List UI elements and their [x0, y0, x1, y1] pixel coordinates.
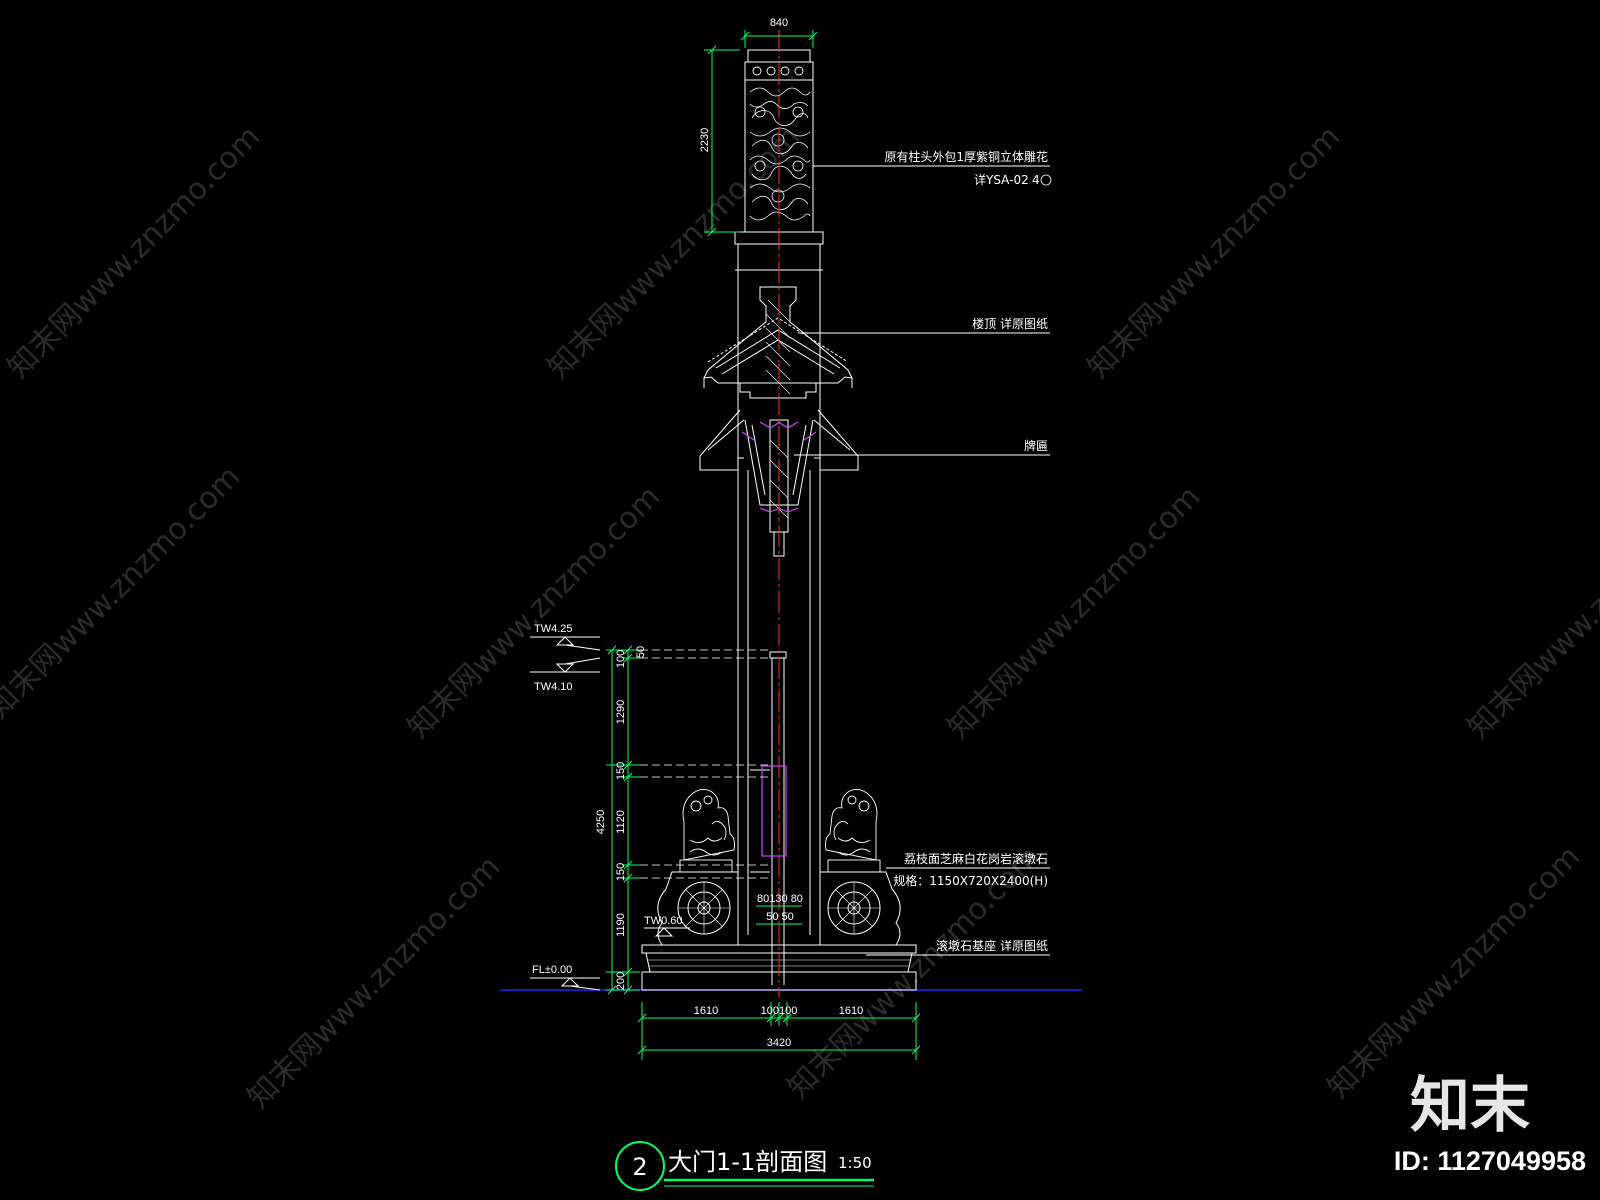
- door-leaf: [761, 765, 787, 857]
- title-number-circle: [615, 1141, 665, 1191]
- capital-note: 原有柱头外包1厚紫铜立体雕花: [884, 149, 1048, 164]
- drum-stone-note: 荔枝面芝麻白花岗岩滚墩石: [904, 851, 1048, 866]
- level-dash-lines: [640, 649, 770, 879]
- capital-ref-circle-icon: [1040, 174, 1052, 186]
- dim-top: [740, 30, 818, 48]
- gate-panel: [750, 651, 787, 985]
- dim-capital: [704, 45, 740, 237]
- capital-ref: 详YSA-02: [974, 172, 1029, 187]
- level-marker-tw-upper: [530, 636, 601, 651]
- dim-seg: 1190: [615, 913, 627, 937]
- watermark-text: 知末网www.znzmo.com: [1321, 839, 1587, 1105]
- plaque-note: 牌匾: [1024, 439, 1048, 453]
- level-marker-tw-base: [644, 927, 690, 937]
- dim-top-label: 840: [770, 17, 788, 29]
- watermark-text: 知末网www.znzmo.com: [401, 479, 667, 745]
- capital-ref-mark: 4: [1032, 173, 1040, 187]
- dim-seg: 1290: [615, 700, 627, 724]
- lion-left: [679, 789, 735, 873]
- title-number: 2: [632, 1153, 647, 1181]
- level-tw-upper-label: TW4.25: [534, 623, 573, 635]
- dim-bottom-middle: 100100: [761, 1005, 798, 1017]
- dim-gap: [756, 905, 802, 925]
- drawing-scale: 1:50: [838, 1154, 872, 1172]
- dim-capital-label: 2230: [699, 128, 711, 152]
- dim-bottom-right: 1610: [839, 1005, 863, 1017]
- drum-stone-right: [819, 871, 901, 946]
- watermark-text: 知末网www.znzmo.com: [0, 459, 247, 725]
- plaque-brackets: [741, 421, 817, 513]
- lion-right: [825, 789, 881, 873]
- base-plinth: [641, 944, 917, 991]
- level-tw-lower-label: TW4.10: [534, 681, 573, 693]
- dim-seg: 100: [615, 650, 627, 668]
- dim-seg: 1120: [615, 810, 627, 834]
- level-fl-label: FL±0.00: [532, 964, 572, 976]
- leader-lines: [794, 165, 1050, 956]
- dim-bottom-left: 1610: [694, 1005, 718, 1017]
- watermark-text: 知末网www.znzmo.com: [241, 849, 507, 1115]
- level-tw-base-label: TW0.60: [644, 915, 683, 927]
- roof-hatch: [765, 299, 791, 395]
- dim-bottom-total: 3420: [767, 1037, 791, 1049]
- brand-logo: 知末: [1410, 1071, 1530, 1141]
- plaque-frame: [699, 409, 859, 506]
- watermark-text: 知末网www.znzmo.com: [1, 119, 267, 385]
- dim-seg: 150: [615, 762, 627, 780]
- dim-bottom: [637, 1002, 921, 1060]
- dim-seg: 150: [615, 863, 627, 881]
- base-note: 滚墩石基座 详原图纸: [936, 938, 1048, 953]
- brand-id: ID: 1127049958: [1394, 1146, 1586, 1176]
- watermark-text: 知末网www.znzmo.com: [941, 479, 1207, 745]
- dim-total-height: 4250: [595, 810, 607, 834]
- title-block: 2 大门1-1剖面图 1:50: [615, 1141, 874, 1191]
- dim-gap-upper-label: 80130 80: [757, 893, 803, 905]
- dim-seg: 200: [615, 972, 627, 990]
- drum-stone-spec: 规格：1150X720X2400(H): [893, 873, 1048, 888]
- watermark-text: 知末网www.znzmo.com: [1461, 479, 1600, 745]
- dim-seg: 50: [635, 646, 647, 658]
- dim-gap-lower-label: 50 50: [766, 911, 794, 923]
- level-marker-tw-lower: [530, 657, 601, 673]
- level-marker-fl: [530, 977, 601, 991]
- roof-note: 楼顶 详原图纸: [972, 316, 1048, 331]
- dim-chain-left: [606, 645, 640, 995]
- drawing-title: 大门1-1剖面图: [668, 1148, 827, 1176]
- roof-upper: [703, 286, 853, 399]
- watermark-text: 知末网www.znzmo.com: [1081, 119, 1347, 385]
- drum-stone-left: [657, 871, 739, 946]
